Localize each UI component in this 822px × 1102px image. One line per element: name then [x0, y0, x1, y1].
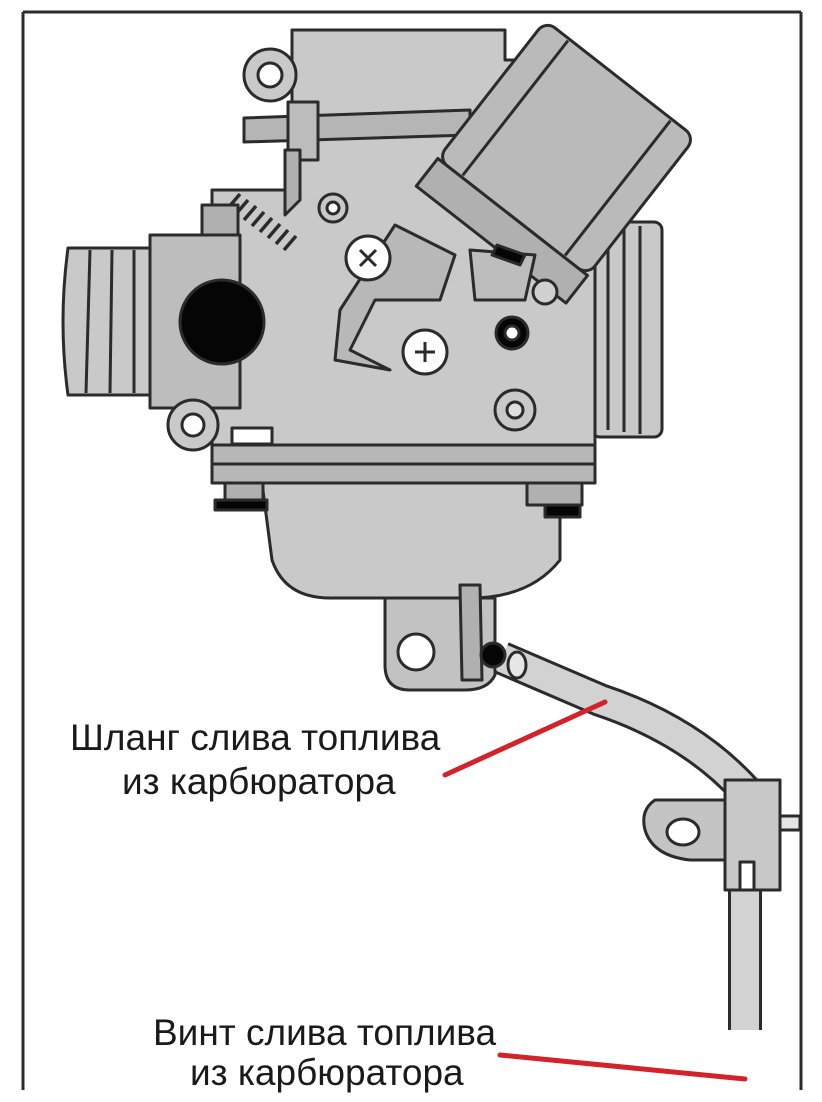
throttle-lever [242, 108, 472, 144]
drain-nozzle [458, 583, 484, 682]
lever-clamp [286, 100, 320, 162]
spring-post [283, 148, 302, 217]
intake-port-opening [178, 278, 266, 366]
intake-ridge [84, 249, 92, 394]
throttle-spring [226, 192, 298, 252]
hose-label-line-1: Шланг слива топлива [70, 717, 441, 758]
bowl-screw-head [213, 498, 269, 512]
drain-screw-tip [778, 814, 802, 832]
jet-port-center [503, 324, 521, 342]
hose-fitting [479, 641, 507, 669]
drain-screw-slot [738, 860, 756, 892]
hose-leader-line [442, 699, 608, 778]
boss-hole [325, 200, 341, 216]
throttle-link [333, 223, 457, 372]
boss-hole [505, 400, 525, 420]
top-mount-hole [256, 61, 284, 89]
screw-leader-line [497, 1052, 748, 1082]
cover-edge [461, 39, 570, 177]
float-bowl [238, 481, 562, 600]
hose-end [506, 650, 528, 680]
bowl-screw-head [543, 503, 582, 519]
boss [531, 278, 559, 306]
screw-slot [358, 248, 378, 268]
throttle-stop-mark [490, 243, 527, 267]
bowl-screw-boss [525, 481, 584, 507]
cover-base [414, 156, 590, 305]
screw-label-line-1: Винт слива топлива [153, 1012, 497, 1053]
lower-mount-hole [180, 412, 206, 438]
body-slot [230, 426, 274, 446]
screw-label-line-2: из карбюратора [190, 1052, 464, 1093]
bracket-hole [396, 632, 436, 672]
intake-ridge [108, 249, 114, 394]
drain-ear-hole [665, 817, 701, 847]
cover-edge [563, 119, 672, 257]
hose-label-line-2: из карбюратора [122, 761, 396, 802]
